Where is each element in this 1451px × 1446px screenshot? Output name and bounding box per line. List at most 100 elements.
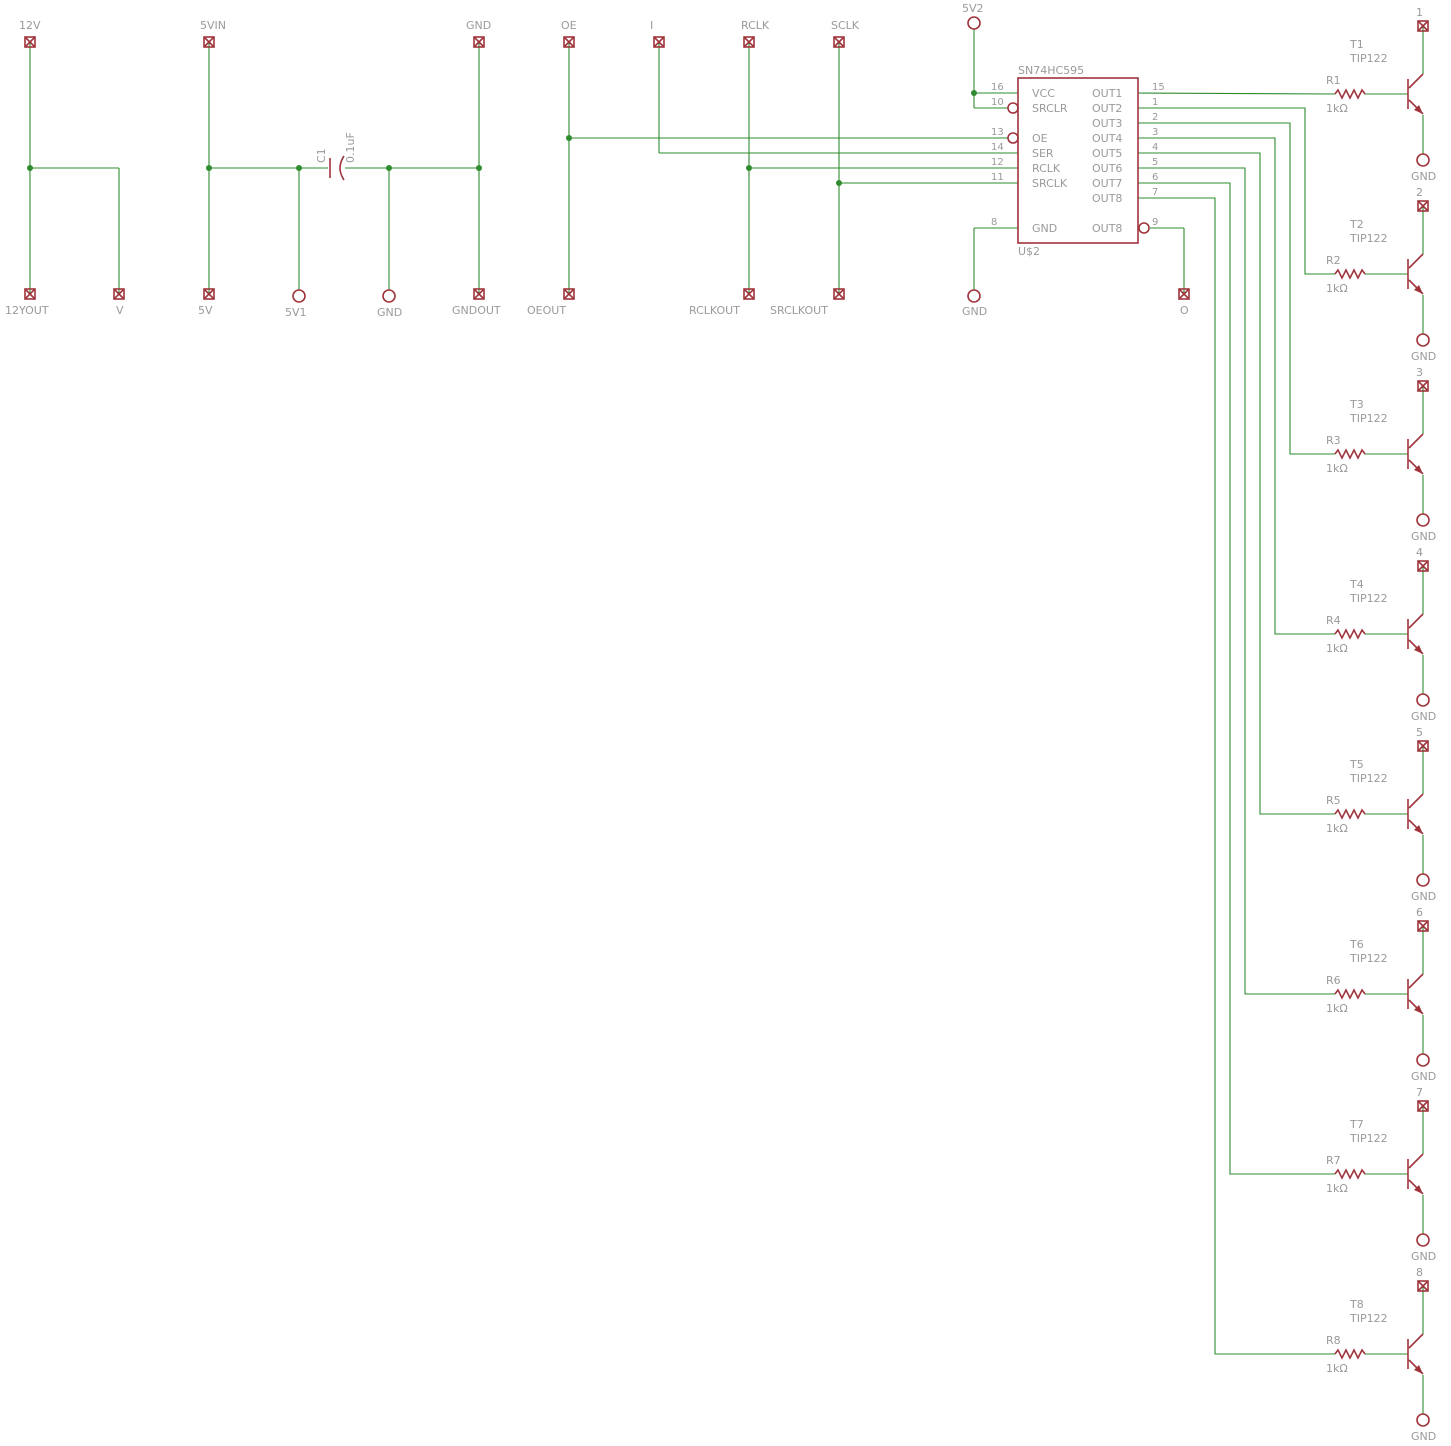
transistor-designator: T1 bbox=[1349, 38, 1364, 51]
label-oe: OE bbox=[561, 19, 577, 32]
label-rclk: RCLK bbox=[741, 19, 770, 32]
driver-index-label: 8 bbox=[1416, 1266, 1423, 1279]
shift-register-u2[interactable]: SN74HC595 U$2 VCC16SRCLR10OE13SER14RCLK1… bbox=[991, 64, 1165, 258]
transistor-designator: T8 bbox=[1349, 1298, 1364, 1311]
transistor-tip122[interactable] bbox=[1407, 1153, 1424, 1195]
chip-pin-number-right: 15 bbox=[1152, 82, 1165, 93]
pad-gnd-top[interactable] bbox=[473, 36, 485, 48]
label-5v2: 5V2 bbox=[962, 2, 984, 15]
transistor-tip122[interactable] bbox=[1407, 613, 1424, 655]
driver-index-label: 4 bbox=[1416, 546, 1423, 559]
resistor-designator: R7 bbox=[1326, 1154, 1341, 1167]
collector-pad[interactable] bbox=[1417, 740, 1429, 752]
transistor-model: TIP122 bbox=[1349, 772, 1388, 785]
ground-terminal[interactable] bbox=[1416, 693, 1430, 707]
terminal-gnd-cap[interactable] bbox=[382, 289, 396, 303]
pad-rclk[interactable] bbox=[743, 36, 755, 48]
ground-label: GND bbox=[1411, 890, 1436, 903]
transistor-designator: T3 bbox=[1349, 398, 1364, 411]
transistor-tip122[interactable] bbox=[1407, 433, 1424, 475]
chip-pin-name-left: SRCLR bbox=[1032, 102, 1068, 115]
transistor-tip122[interactable] bbox=[1407, 793, 1424, 835]
label-gndout: GNDOUT bbox=[452, 304, 501, 317]
label-o: O bbox=[1180, 304, 1189, 317]
pad-rclkout[interactable] bbox=[743, 288, 755, 300]
transistor-model: TIP122 bbox=[1349, 1132, 1388, 1145]
ground-label: GND bbox=[1411, 350, 1436, 363]
connector-pads bbox=[24, 16, 1190, 303]
chip-pin-number-right: 1 bbox=[1152, 97, 1158, 108]
pad-o[interactable] bbox=[1178, 288, 1190, 300]
pad-oe[interactable] bbox=[563, 36, 575, 48]
collector-pad[interactable] bbox=[1417, 200, 1429, 212]
collector-pad[interactable] bbox=[1417, 560, 1429, 572]
ground-terminal[interactable] bbox=[1416, 1053, 1430, 1067]
resistor-designator: R5 bbox=[1326, 794, 1341, 807]
resistor-value: 1kΩ bbox=[1326, 462, 1348, 475]
ground-terminal[interactable] bbox=[1416, 873, 1430, 887]
resistor-value: 1kΩ bbox=[1326, 822, 1348, 835]
resistor[interactable] bbox=[1334, 988, 1366, 1000]
ground-terminal[interactable] bbox=[1416, 333, 1430, 347]
collector-pad[interactable] bbox=[1417, 1100, 1429, 1112]
pad-12v[interactable] bbox=[24, 36, 36, 48]
terminal-5v1[interactable] bbox=[292, 289, 306, 303]
resistor[interactable] bbox=[1334, 448, 1366, 460]
transistor-tip122[interactable] bbox=[1407, 973, 1424, 1015]
resistor-designator: R6 bbox=[1326, 974, 1341, 987]
resistor[interactable] bbox=[1334, 88, 1366, 100]
collector-pad[interactable] bbox=[1417, 1280, 1429, 1292]
ground-label: GND bbox=[1411, 170, 1436, 183]
resistor[interactable] bbox=[1334, 1348, 1366, 1360]
ground-terminal[interactable] bbox=[1416, 513, 1430, 527]
collector-pad[interactable] bbox=[1417, 20, 1429, 32]
ground-label: GND bbox=[1411, 1430, 1436, 1443]
pad-5vin[interactable] bbox=[203, 36, 215, 48]
driver-index-label: 1 bbox=[1416, 6, 1423, 19]
resistor[interactable] bbox=[1334, 808, 1366, 820]
transistor-model: TIP122 bbox=[1349, 592, 1388, 605]
capacitor-c1[interactable]: C1 0.1uF bbox=[315, 132, 357, 181]
ground-terminal[interactable] bbox=[1416, 1413, 1430, 1427]
ground-terminal[interactable] bbox=[1416, 1233, 1430, 1247]
resistor-designator: R2 bbox=[1326, 254, 1341, 267]
label-gnd-top: GND bbox=[466, 19, 491, 32]
pad-5v[interactable] bbox=[203, 288, 215, 300]
chip-pin-name-right: OUT8 bbox=[1092, 222, 1122, 235]
resistor[interactable] bbox=[1334, 1168, 1366, 1180]
transistor-tip122[interactable] bbox=[1407, 73, 1424, 115]
chip-pin-name-right: OUT7 bbox=[1092, 177, 1122, 190]
transistor-tip122[interactable] bbox=[1407, 1333, 1424, 1375]
resistor[interactable] bbox=[1334, 628, 1366, 640]
driver-index-label: 2 bbox=[1416, 186, 1423, 199]
pad-gndout[interactable] bbox=[473, 288, 485, 300]
terminal-5v2[interactable] bbox=[967, 16, 981, 30]
collector-pad[interactable] bbox=[1417, 920, 1429, 932]
ground-terminal[interactable] bbox=[1416, 153, 1430, 167]
chip-pin-number-left: 11 bbox=[991, 172, 1004, 183]
resistor[interactable] bbox=[1334, 268, 1366, 280]
chip-pin-number-left: 8 bbox=[991, 217, 997, 228]
transistor-tip122[interactable] bbox=[1407, 253, 1424, 295]
label-12v: 12V bbox=[19, 19, 41, 32]
chip-pin-name-right: OUT2 bbox=[1092, 102, 1122, 115]
terminal-gnd-u2[interactable] bbox=[967, 289, 981, 303]
pad-12yout[interactable] bbox=[24, 288, 36, 300]
pad-srclkout[interactable] bbox=[833, 288, 845, 300]
junctions bbox=[27, 90, 977, 186]
chip-pin-name-right: OUT4 bbox=[1092, 132, 1122, 145]
pad-oeout[interactable] bbox=[563, 288, 575, 300]
transistor-designator: T7 bbox=[1349, 1118, 1364, 1131]
transistor-model: TIP122 bbox=[1349, 232, 1388, 245]
chip-pin-number-left: 13 bbox=[991, 127, 1004, 138]
pad-v[interactable] bbox=[113, 288, 125, 300]
pad-sclk[interactable] bbox=[833, 36, 845, 48]
cap-value: 0.1uF bbox=[344, 132, 357, 163]
driver-wires bbox=[1137, 26, 1424, 1414]
resistor-designator: R1 bbox=[1326, 74, 1341, 87]
chip-pins: VCC16SRCLR10OE13SER14RCLK12SRCLK11GND8OU… bbox=[991, 82, 1165, 235]
chip-pin-name-left: RCLK bbox=[1032, 162, 1061, 175]
pad-ser[interactable] bbox=[653, 36, 665, 48]
collector-pad[interactable] bbox=[1417, 380, 1429, 392]
